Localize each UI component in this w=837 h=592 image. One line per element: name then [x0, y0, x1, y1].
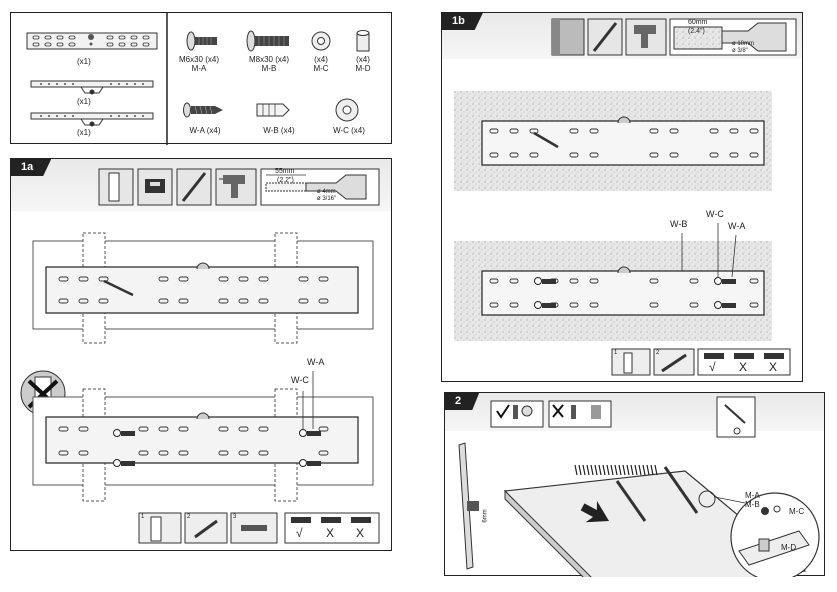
- vertical-arm-1-illustration: [30, 80, 154, 95]
- drill-dia-in-1b: ø 3/8": [732, 48, 748, 54]
- cross-mark-1a-2: X: [356, 526, 365, 540]
- step-1b-drawing: [454, 18, 797, 376]
- spacer-md-icon: [356, 30, 370, 52]
- level-check-box-1b: [697, 348, 791, 376]
- washer-mc-icon: [311, 31, 331, 51]
- wall-anchor-wb-icon: [256, 103, 290, 117]
- callout-wa-1b: W-A: [728, 221, 746, 231]
- step-1a-panel: 1a: [10, 158, 392, 551]
- wall-washer-label: W-C (x4): [333, 126, 365, 135]
- spacer-md-code: M-D: [355, 64, 371, 73]
- bracket-qty: (x1): [77, 57, 91, 66]
- stud-icon: [98, 168, 134, 206]
- screwdriver-icon: [716, 396, 756, 438]
- substep-1b-1-icon: [611, 348, 651, 376]
- step-1b-panel: 1b: [441, 12, 803, 382]
- substep-3-icon: [230, 512, 278, 544]
- callout-mb-2: M-B: [745, 500, 760, 509]
- cross-mark-1b-2: X: [769, 360, 778, 374]
- wall-plate-illustration: [26, 32, 158, 50]
- drill-depth-1a: 55mm: [275, 168, 295, 175]
- wall-washer-wc-icon: [335, 98, 359, 122]
- screw-ma-label: M6x30 (x4): [178, 55, 219, 64]
- substep-2-number: 2: [187, 514, 191, 520]
- screw-mb-icon: [246, 30, 289, 52]
- drill-dia-1a: ø 4mm: [317, 189, 336, 195]
- step-2-panel: 2: [444, 392, 825, 577]
- wood-screw-label: W-A (x4): [189, 126, 221, 135]
- substep-1b-2-number: 2: [656, 350, 660, 356]
- step-2-tag: 2: [445, 393, 480, 410]
- washer-mc-code: M-C: [313, 64, 329, 73]
- callout-mc-2: M-C: [789, 507, 805, 516]
- step-1b-tag: 1b: [442, 13, 483, 30]
- pencil-icon-1b: [587, 18, 623, 56]
- cross-mark-1a-1: X: [326, 526, 335, 540]
- check-mark-1b: √: [709, 360, 716, 374]
- substep-1b-2-icon: [653, 348, 695, 376]
- parts-drawing: [26, 13, 370, 145]
- correct-parts-box: [490, 400, 544, 428]
- arm-1-qty: (x1): [77, 97, 91, 106]
- hammer-drill-icon: [625, 18, 667, 56]
- spacer-md-qty: (x4): [356, 55, 370, 64]
- wall-plate-1b-top: [481, 116, 765, 166]
- wall-plate-bottom: [45, 371, 359, 467]
- screw-ma-code: M-A: [191, 64, 207, 73]
- step-1a-tag: 1a: [11, 159, 52, 176]
- washer-mc-qty: (x4): [314, 55, 328, 64]
- screw-mb-code: M-B: [261, 64, 277, 73]
- callout-ma-2: M-A: [745, 491, 760, 500]
- screw-ma-icon: [186, 31, 217, 51]
- callout-md-2: M-D: [781, 543, 797, 552]
- substep-2-icon: [184, 512, 228, 544]
- tv-side-view: [458, 442, 479, 570]
- substep-3-number: 3: [233, 514, 237, 520]
- parts-panel: (x1) (x1) (x1) M6x30 (x4) M-A M8x30 (x4)…: [10, 12, 392, 145]
- callout-wa-1a: W-A: [307, 357, 325, 367]
- tv-back-panel: [503, 464, 807, 577]
- anchor-label: W-B (x4): [263, 126, 295, 135]
- step-2-drawing: [458, 396, 820, 577]
- cross-mark-1b-1: X: [739, 360, 748, 374]
- level-check-box: [284, 512, 380, 544]
- zoom-detail-circle: [714, 492, 820, 577]
- check-mark-1a: √: [296, 526, 303, 540]
- arm-2-qty: (x1): [77, 128, 91, 137]
- drill-depth-in-1b: (2.4"): [688, 28, 705, 35]
- step-1a-drawing: [20, 168, 380, 544]
- wall-plate-top: [45, 262, 359, 314]
- callout-wc-1b: W-C: [706, 209, 724, 219]
- drill-depth-in-1a: (2.2"): [277, 177, 294, 184]
- drill-icon: [215, 168, 257, 206]
- callout-wb-1b: W-B: [670, 219, 688, 229]
- drill-bit-diagram: [260, 168, 380, 206]
- callout-wc-1a: W-C: [291, 375, 309, 385]
- stud-finder-icon: [137, 168, 173, 206]
- drill-depth-1b: 60mm: [688, 19, 708, 26]
- substep-1-icon: [138, 512, 182, 544]
- pencil-icon: [176, 168, 212, 206]
- screw-mb-label: M8x30 (x4): [248, 55, 289, 64]
- concrete-wall-icon: [551, 18, 585, 56]
- incorrect-parts-box: [548, 400, 612, 428]
- substep-1b-1-number: 1: [614, 350, 618, 356]
- wood-screw-wa-icon: [183, 102, 223, 118]
- side-dim-2: 6mm: [482, 509, 489, 523]
- substep-1-number: 1: [141, 514, 145, 520]
- drill-dia-in-1a: ø 3/16": [317, 196, 337, 202]
- masonry-bit-diagram: [669, 18, 797, 56]
- vertical-arm-2-illustration: [30, 112, 154, 127]
- wall-plate-1b-bottom: [481, 223, 765, 316]
- drill-dia-1b: ø 10mm: [732, 41, 755, 47]
